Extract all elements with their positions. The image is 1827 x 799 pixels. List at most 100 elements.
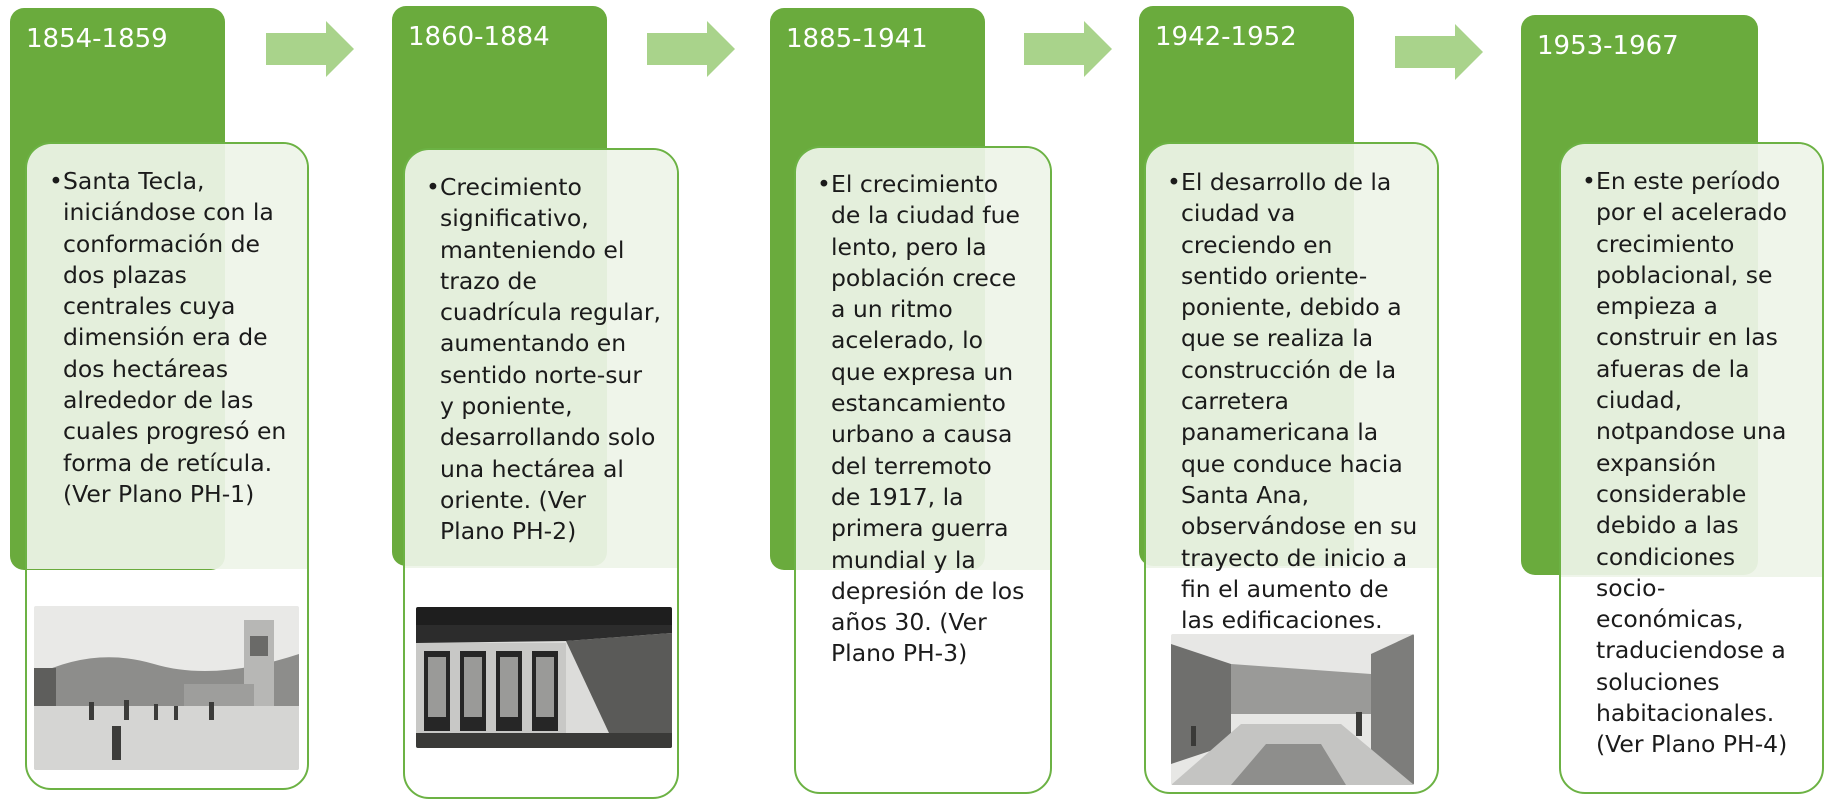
description-line: primera guerra [831,514,1009,543]
description-line: poniente, debido a [1181,293,1402,322]
description-line: dos hectáreas [63,354,229,383]
bullet-icon: • [1582,167,1596,195]
description-line: poblacional, se [1596,260,1773,289]
description-line: desarrollando solo [440,423,656,452]
description-line: población crece [831,263,1017,292]
description-line: las edificaciones. [1181,606,1383,635]
description-line: por el acelerado [1596,198,1788,227]
bullet-icon: • [817,170,831,198]
description-line: panamericana la [1181,418,1379,447]
description-line: acelerado, lo [831,326,983,355]
stage-4-photo [1171,634,1414,785]
description-line: de 1917, la [831,482,964,511]
bullet-icon: • [426,173,440,201]
arrow-3-icon [1024,21,1112,77]
description-line: centrales cuya [63,292,236,321]
description-line: conformación de [63,229,260,258]
arrow-2-icon [647,21,735,77]
description-line: construcción de la [1181,355,1397,384]
description-line: mundial y la [831,545,976,574]
description-line: afueras de la [1596,354,1750,383]
stage-1-card [25,142,309,790]
description-line: Santa Ana, [1181,480,1310,509]
description-line: El crecimiento [831,170,999,198]
description-line: condiciones [1596,542,1736,571]
description-line: que se realiza la [1181,324,1374,353]
description-line: carretera [1181,387,1289,416]
stage-2-card [403,148,679,799]
description-line: considerable [1596,479,1747,508]
description-line: habitacionales. [1596,699,1775,728]
description-line: construir en las [1596,323,1778,352]
stage-1-period: 1854-1859 [26,24,168,54]
description-line: crecimiento [1596,229,1735,258]
description-line: debido a las [1596,511,1739,540]
description-line: Plano PH-3) [831,639,968,668]
description-line: que expresa un [831,357,1014,386]
description-line: oriente. (Ver [440,485,587,514]
description-line: manteniendo el [440,235,625,264]
description-line: dimensión era de [63,323,268,352]
description-line: ciudad, [1596,386,1683,415]
description-line: trayecto de inicio a [1181,543,1408,572]
description-line: Crecimiento [440,173,582,201]
description-line: una hectárea al [440,454,624,483]
bullet-icon: • [1167,168,1181,196]
stage-4-period: 1942-1952 [1155,22,1297,52]
description-line: notpandose una [1596,417,1787,446]
description-line: depresión de los [831,576,1025,605]
description-line: Santa Tecla, [63,167,205,195]
description-line: alrededor de las [63,386,254,415]
description-line: empieza a [1596,292,1718,321]
description-line: a un ritmo [831,295,953,324]
stage-5-card [1559,142,1824,794]
description-line: fin el aumento de [1181,574,1389,603]
description-line: observándose en su [1181,512,1418,541]
stage-3-period: 1885-1941 [786,24,928,54]
stage-2-text: • Crecimiento significativo,manteniendo e… [426,172,662,548]
description-line: trazo de [440,266,537,295]
description-line: años 30. (Ver [831,608,987,637]
arrow-1-icon [266,21,354,77]
description-line: El desarrollo de la [1181,168,1392,196]
description-line: expansión [1596,448,1717,477]
description-line: forma de retícula. [63,448,273,477]
arrow-4-icon [1395,24,1483,80]
description-line: creciendo en [1181,230,1333,259]
stage-2-photo [416,607,672,748]
description-line: En este período [1596,167,1781,195]
description-line: Plano PH-2) [440,517,577,546]
description-line: aumentando en [440,329,627,358]
description-line: ciudad va [1181,199,1296,228]
description-line: cuales progresó en [63,417,287,446]
description-line: que conduce hacia [1181,449,1403,478]
stage-4-card [1144,142,1439,794]
description-line: (Ver Plano PH-1) [63,479,255,508]
description-line: sentido oriente- [1181,261,1368,290]
description-line: de la ciudad fue [831,201,1020,230]
description-line: sentido norte-sur [440,360,642,389]
description-line: dos plazas [63,260,187,289]
description-line: socio- [1596,573,1666,602]
description-line: traduciendose a [1596,636,1786,665]
description-line: soluciones [1596,667,1720,696]
description-line: del terremoto [831,451,992,480]
stage-2-period: 1860-1884 [408,22,550,52]
description-line: iniciándose con la [63,198,274,227]
description-line: estancamiento [831,389,1006,418]
bullet-icon: • [49,167,63,195]
description-line: (Ver Plano PH-4) [1596,730,1788,759]
description-line: significativo, [440,204,589,233]
stage-3-card [794,146,1052,794]
description-line: cuadrícula regular, [440,298,662,327]
stage-1-photo [34,606,299,770]
stage-5-period: 1953-1967 [1537,31,1679,61]
description-line: urbano a causa [831,420,1013,449]
description-line: económicas, [1596,605,1744,634]
description-line: lento, pero la [831,232,987,261]
description-line: y poniente, [440,392,573,421]
